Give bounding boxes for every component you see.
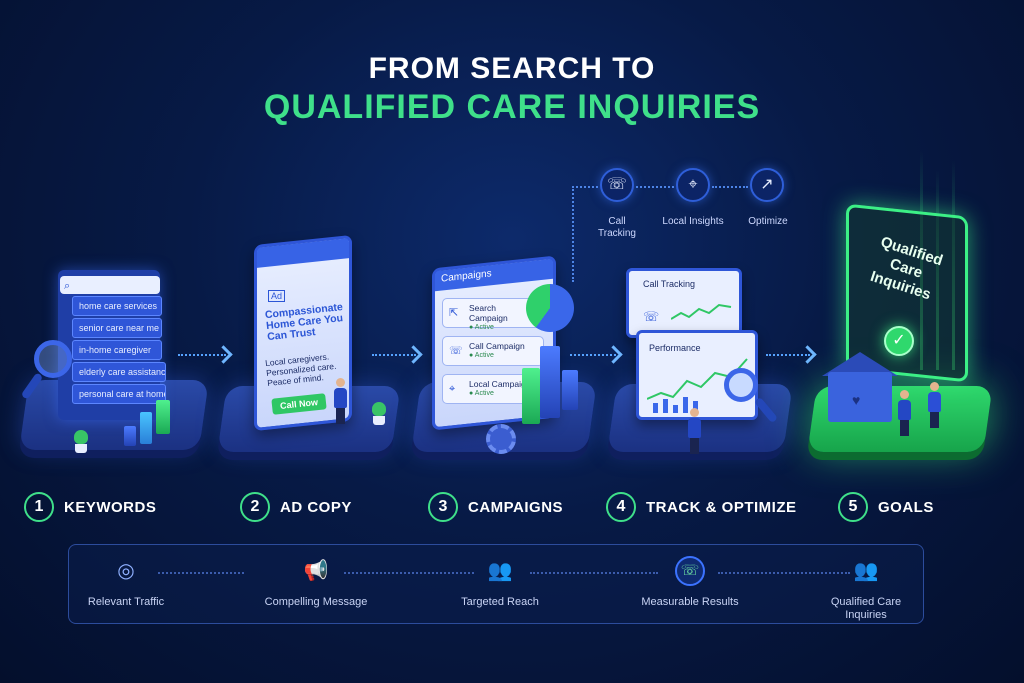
keyword-item: senior care near me <box>72 318 162 338</box>
group-icon: 👥 <box>853 560 879 582</box>
outcome-label: Measurable Results <box>641 596 739 608</box>
target-icon: ◎ <box>117 560 135 582</box>
call-tracking-title: Call Tracking <box>643 279 696 289</box>
flow-arrow <box>178 354 226 356</box>
campaign-status: ● Active <box>469 352 494 359</box>
title-line-2: QUALIFIED CARE INQUIRIES <box>263 88 761 126</box>
outcomes-bar <box>68 544 924 624</box>
campaign-status: ● Active <box>469 324 494 331</box>
phone-icon: ☏ <box>600 168 634 202</box>
outcome-connector <box>344 572 474 574</box>
flow-arrow <box>766 354 810 356</box>
connector-line <box>712 186 748 188</box>
top-tool-label-local-insights: Local Insights <box>662 216 724 227</box>
top-tool-label-optimize: Optimize <box>748 216 788 227</box>
top-tool-label-call-tracking: Call Tracking <box>598 216 636 239</box>
outcome-label: Relevant Traffic <box>87 596 165 608</box>
connector-line <box>572 186 598 188</box>
phone-icon: ☏ <box>449 345 463 357</box>
step-1: 1 KEYWORDS <box>24 492 156 522</box>
step-2: 2 AD COPY <box>240 492 352 522</box>
outcome-label: Targeted Reach <box>461 596 539 608</box>
plant-pot <box>373 416 385 425</box>
bar <box>156 400 170 434</box>
campaign-row: ☏ Call Campaign ● Active <box>442 336 544 366</box>
bar <box>522 368 540 424</box>
keyword-search-bar: ⌕ <box>60 276 160 294</box>
gear-icon <box>486 424 516 454</box>
bar <box>562 370 578 410</box>
performance-title: Performance <box>649 343 701 353</box>
step-number: 4 <box>606 492 636 522</box>
plant-icon <box>372 402 386 416</box>
keyword-item: home care services <box>72 296 162 316</box>
connector-line <box>636 186 674 188</box>
outcome-measurable-results: ☏ Measurable Results <box>638 556 742 609</box>
search-campaign-icon: ⇱ <box>449 307 459 319</box>
person-figure <box>688 408 701 454</box>
outcome-qualified-care-inquiries: 👥 Qualified Care Inquiries <box>816 556 916 622</box>
megaphone-icon: 📢 <box>303 560 329 582</box>
step-number: 5 <box>838 492 868 522</box>
trend-chart-icon: ↗ <box>750 168 784 202</box>
keyword-item: in-home caregiver <box>72 340 162 360</box>
phone-chat-icon: ☏ <box>675 556 705 586</box>
house-icon: ♥ <box>828 372 892 422</box>
step-number: 2 <box>240 492 270 522</box>
step-number: 3 <box>428 492 458 522</box>
search-icon: ⌕ <box>64 280 71 292</box>
step-label: CAMPAIGNS <box>468 498 564 516</box>
outcome-relevant-traffic: ◎ Relevant Traffic <box>78 556 174 609</box>
connector-line <box>572 186 574 282</box>
bar <box>140 412 152 444</box>
keyword-item: elderly care assistance <box>72 362 166 382</box>
location-pin-icon: ⌖ <box>449 383 456 395</box>
location-pin-icon: ⌖ <box>676 168 710 202</box>
phone-icon: ☏ <box>643 309 660 324</box>
person-figure <box>334 378 347 424</box>
people-icon: 👥 <box>487 560 513 582</box>
outcome-targeted-reach: 👥 Targeted Reach <box>452 556 548 609</box>
step-4: 4 TRACK & OPTIMIZE <box>606 492 797 522</box>
plant-pot <box>75 444 87 453</box>
step-3: 3 CAMPAIGNS <box>428 492 563 522</box>
campaign-status: ● Active <box>469 390 494 397</box>
magnifier-icon <box>34 340 72 378</box>
outcome-connector <box>158 572 244 574</box>
outcome-connector <box>530 572 658 574</box>
step-label: GOALS <box>878 498 934 516</box>
person-figure <box>898 390 911 436</box>
person-figure <box>928 382 941 428</box>
bar <box>540 346 560 418</box>
keyword-item: personal care at home <box>72 384 166 404</box>
step-label: TRACK & OPTIMIZE <box>646 498 797 516</box>
step-number: 1 <box>24 492 54 522</box>
flow-arrow <box>570 354 616 356</box>
title-line-1: FROM SEARCH TO <box>368 52 656 85</box>
campaign-name: Local Campaign <box>469 379 531 389</box>
pie-chart-icon <box>526 284 574 332</box>
ad-badge: Ad <box>268 290 286 302</box>
outcome-label: Qualified Care Inquiries <box>830 596 902 621</box>
outcome-compelling-message: 📢 Compelling Message <box>258 556 374 609</box>
call-tracking-panel: Call Tracking ☏ <box>626 268 742 338</box>
outcome-connector <box>718 572 850 574</box>
call-trend-line <box>671 303 732 320</box>
step-label: AD COPY <box>280 498 352 516</box>
plant-icon <box>74 430 88 444</box>
step-5: 5 GOALS <box>838 492 934 522</box>
step-label: KEYWORDS <box>64 498 157 516</box>
flow-arrow <box>372 354 416 356</box>
bar <box>124 426 136 446</box>
heart-icon: ♥ <box>852 392 861 408</box>
ad-card-header <box>257 238 349 268</box>
campaigns-card-header: Campaigns <box>435 258 553 292</box>
magnifier-icon <box>724 368 758 402</box>
outcome-label: Compelling Message <box>264 596 368 608</box>
checkmark-icon: ✓ <box>884 326 914 356</box>
campaign-name: Call Campaign <box>469 341 525 351</box>
campaign-name: Search Campaign <box>469 303 508 323</box>
performance-panel: Performance <box>636 330 758 420</box>
